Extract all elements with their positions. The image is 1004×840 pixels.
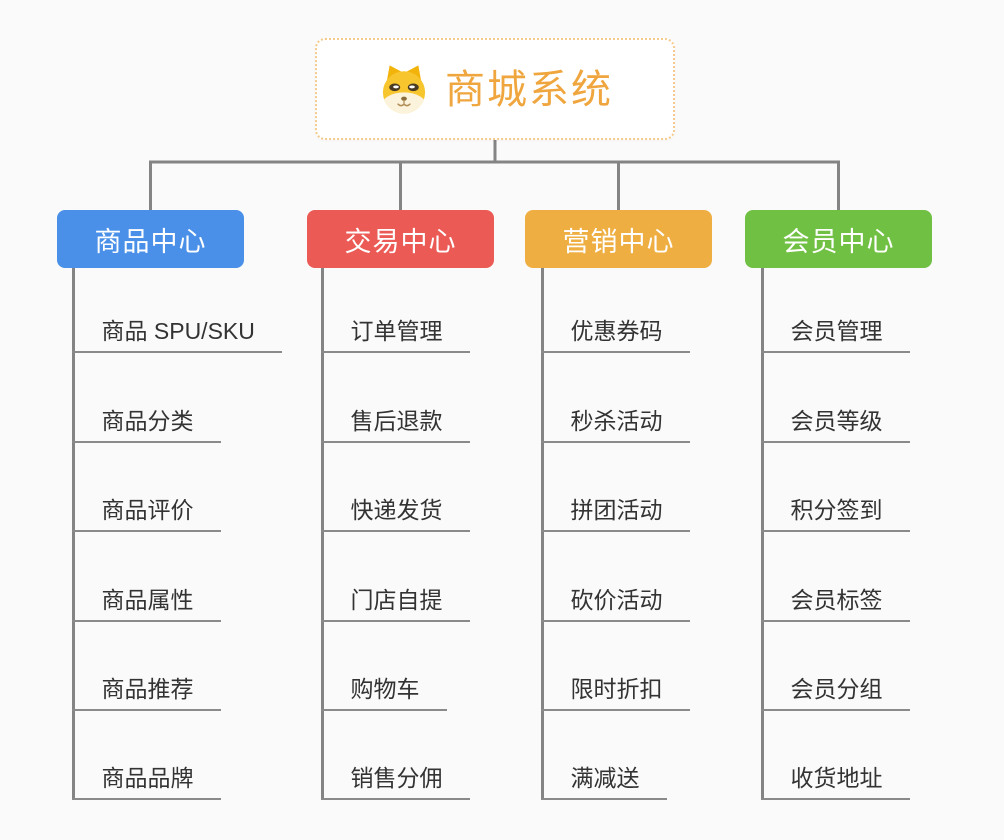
shiba-dog-icon bbox=[382, 65, 426, 114]
branch-children-marketing: 优惠券码 秒杀活动 拼团活动 砍价活动 限时折扣 满减送 bbox=[540, 268, 784, 800]
leaf-node-sales-commission[interactable]: 销售分佣 bbox=[320, 752, 470, 800]
leaf-node-points-checkin[interactable]: 积分签到 bbox=[760, 484, 910, 532]
leaf-node-flash-sale[interactable]: 秒杀活动 bbox=[540, 395, 690, 443]
leaf-node-after-sale-refund[interactable]: 售后退款 bbox=[320, 395, 470, 443]
leaf-node-order-management[interactable]: 订单管理 bbox=[320, 305, 470, 353]
leaf-node-member-management[interactable]: 会员管理 bbox=[760, 305, 910, 353]
branch-children-trade: 订单管理 售后退款 快递发货 门店自提 购物车 销售分佣 bbox=[320, 268, 564, 800]
leaf-node-shopping-cart[interactable]: 购物车 bbox=[320, 663, 447, 711]
leaf-node-member-groups[interactable]: 会员分组 bbox=[760, 663, 910, 711]
branch-children-product: 商品 SPU/SKU 商品分类 商品评价 商品属性 商品推荐 商品品牌 bbox=[71, 268, 315, 800]
branch-node-marketing-center[interactable]: 营销中心 bbox=[525, 210, 712, 268]
leaf-node-full-reduction[interactable]: 满减送 bbox=[540, 752, 667, 800]
leaf-node-store-pickup[interactable]: 门店自提 bbox=[320, 574, 470, 622]
branch-node-trade-center[interactable]: 交易中心 bbox=[307, 210, 494, 268]
branch-node-product-center[interactable]: 商品中心 bbox=[57, 210, 244, 268]
root-title: 商城系统 bbox=[445, 68, 613, 112]
branch-children-member: 会员管理 会员等级 积分签到 会员标签 会员分组 收货地址 bbox=[760, 268, 1004, 800]
leaf-node-group-buy[interactable]: 拼团活动 bbox=[540, 484, 690, 532]
leaf-node-product-attribute[interactable]: 商品属性 bbox=[71, 574, 221, 622]
leaf-node-product-spu-sku[interactable]: 商品 SPU/SKU bbox=[71, 305, 282, 353]
leaf-node-express-delivery[interactable]: 快递发货 bbox=[320, 484, 470, 532]
leaf-node-product-category[interactable]: 商品分类 bbox=[71, 395, 221, 443]
root-node-mall-system[interactable]: 商城系统 bbox=[315, 38, 675, 140]
leaf-node-limited-time-discount[interactable]: 限时折扣 bbox=[540, 663, 690, 711]
leaf-node-product-brand[interactable]: 商品品牌 bbox=[71, 752, 221, 800]
leaf-node-product-recommend[interactable]: 商品推荐 bbox=[71, 663, 221, 711]
branch-node-member-center[interactable]: 会员中心 bbox=[745, 210, 932, 268]
leaf-node-product-review[interactable]: 商品评价 bbox=[71, 484, 221, 532]
leaf-node-shipping-address[interactable]: 收货地址 bbox=[760, 752, 910, 800]
leaf-node-member-tags[interactable]: 会员标签 bbox=[760, 574, 910, 622]
leaf-node-coupon-code[interactable]: 优惠券码 bbox=[540, 305, 690, 353]
leaf-node-member-level[interactable]: 会员等级 bbox=[760, 395, 910, 443]
leaf-node-bargain-activity[interactable]: 砍价活动 bbox=[540, 574, 690, 622]
